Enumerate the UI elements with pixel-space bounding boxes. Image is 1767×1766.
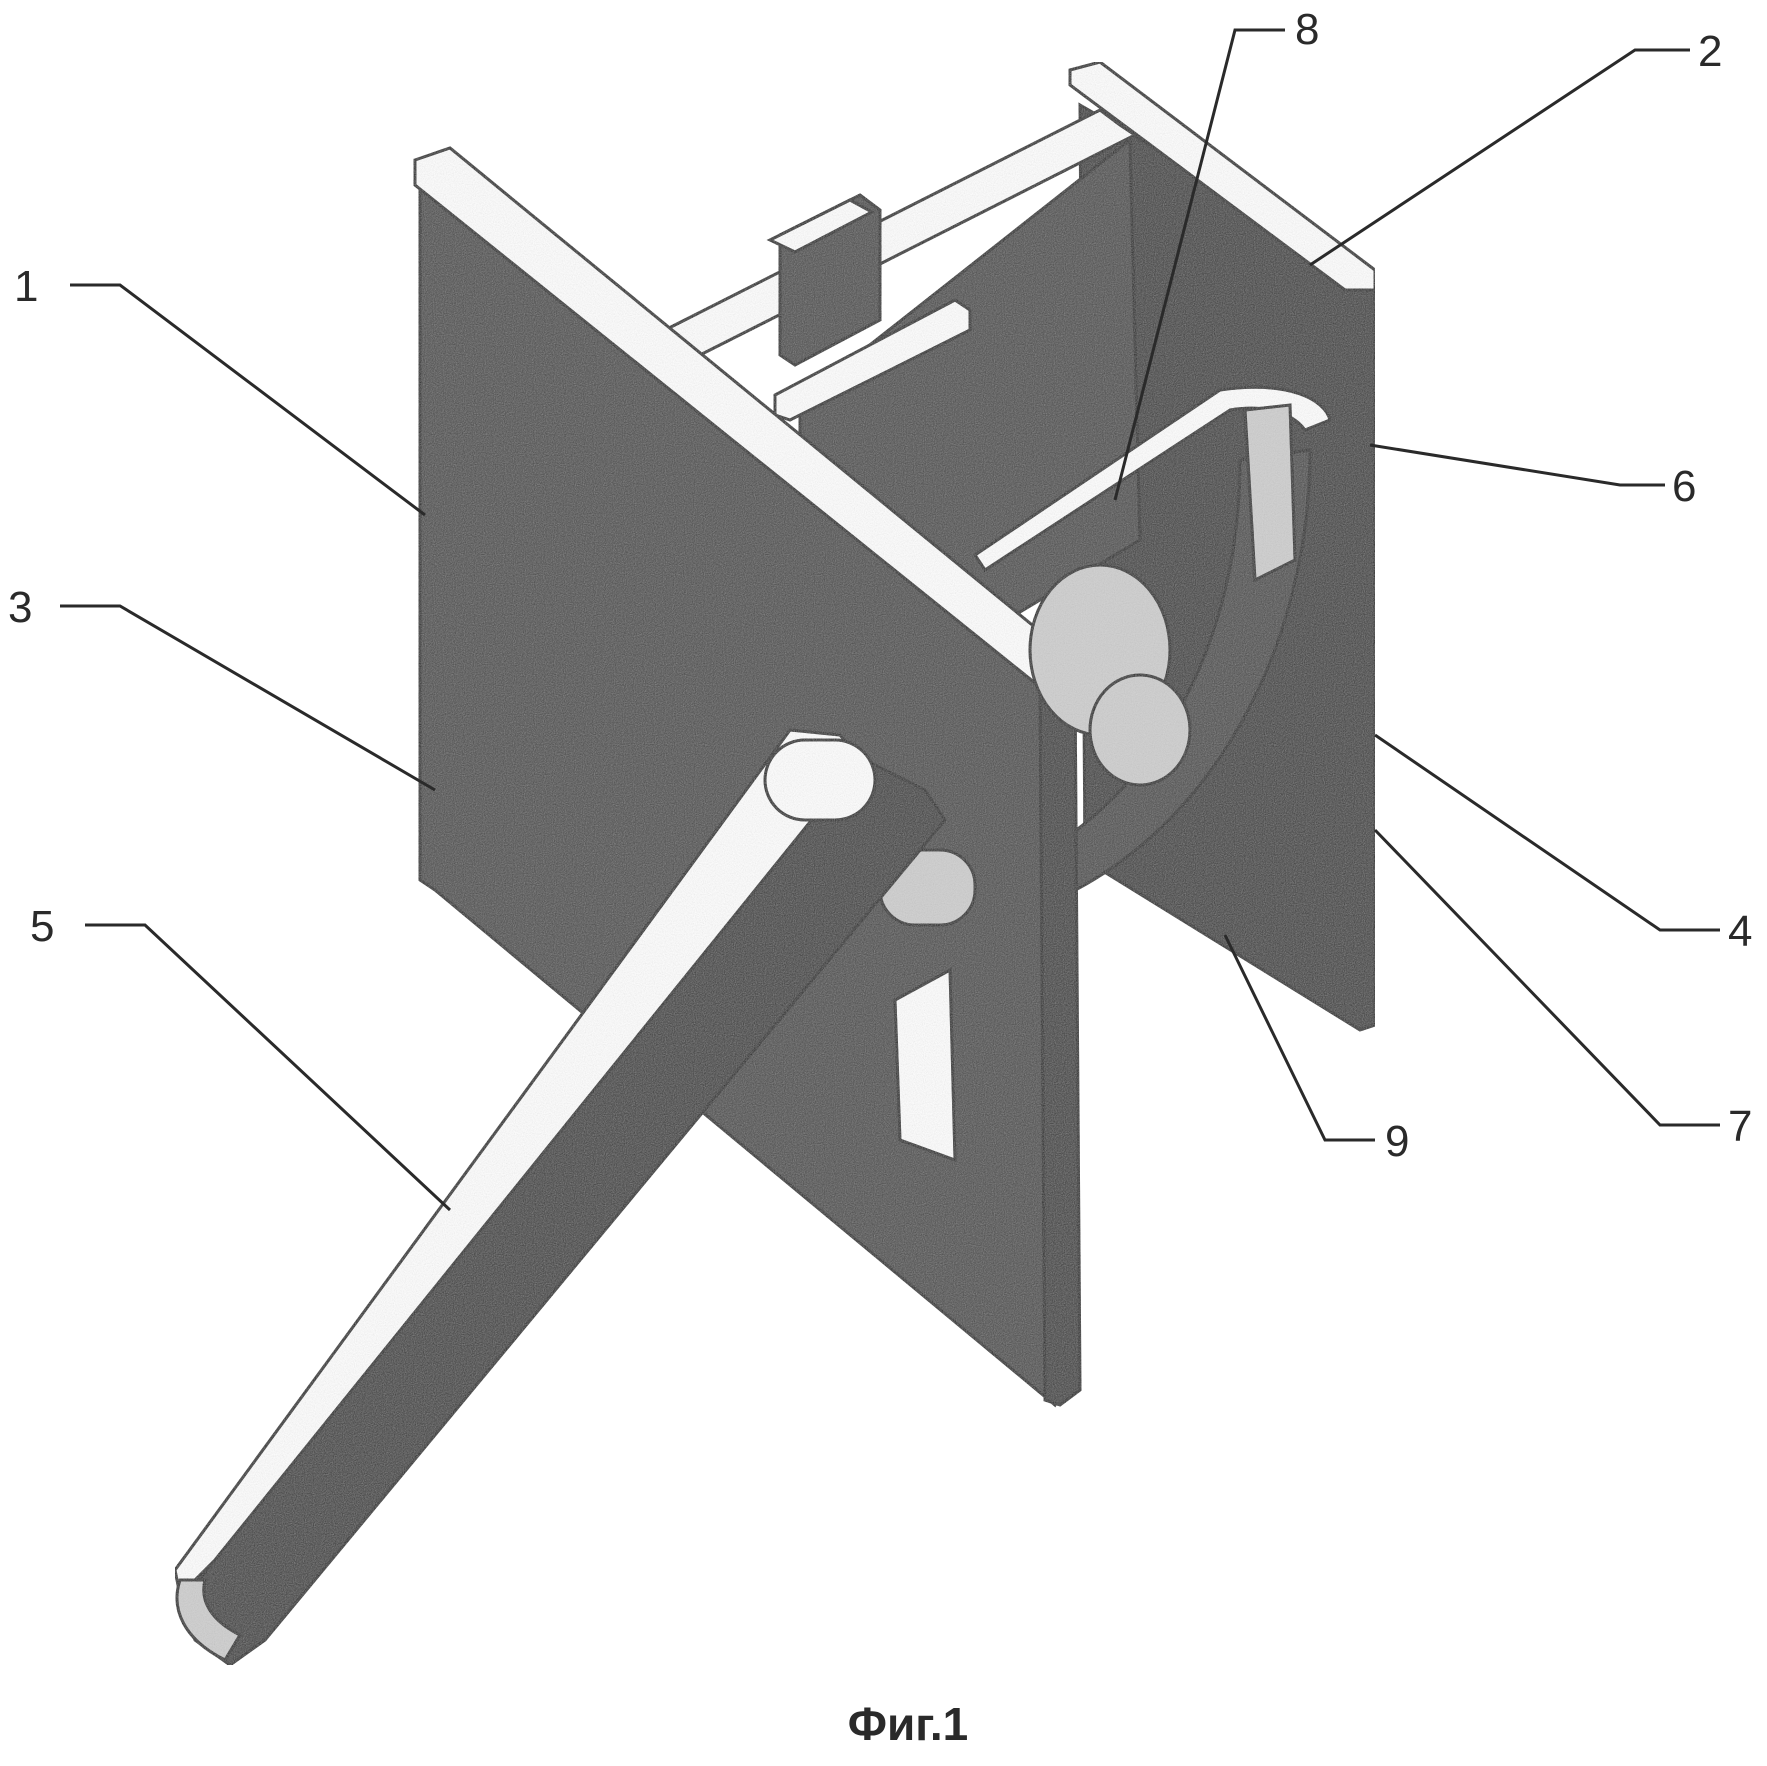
callout-2: 2 <box>1698 27 1722 76</box>
callout-labels: 1 2 3 4 5 6 7 8 9 <box>8 5 1752 1166</box>
leader-9 <box>1223 934 1375 1142</box>
callout-5: 5 <box>30 902 54 951</box>
lever-end-cap <box>175 1578 243 1662</box>
leader-1 <box>70 283 426 517</box>
leader-2 <box>1309 48 1690 267</box>
pivot-stub <box>763 738 877 822</box>
callout-3: 3 <box>8 583 32 632</box>
lower-slot <box>893 967 957 1163</box>
bolt-head <box>1088 673 1192 787</box>
leader-6 <box>1369 443 1665 487</box>
device-assembly <box>173 60 1377 1667</box>
back-rail <box>1068 60 1377 292</box>
leader-5 <box>85 923 452 1212</box>
leader-4 <box>1374 733 1720 932</box>
callout-4: 4 <box>1728 907 1752 956</box>
figure-caption: Фиг.1 <box>848 1698 968 1750</box>
callout-6: 6 <box>1672 462 1696 511</box>
callout-7: 7 <box>1728 1102 1752 1151</box>
leader-8 <box>1113 28 1285 501</box>
leader-lines <box>60 28 1720 1212</box>
callout-9: 9 <box>1385 1117 1409 1166</box>
callout-1: 1 <box>14 262 38 311</box>
lever-handle-top <box>173 728 862 1599</box>
edge-strip <box>1038 678 1082 1407</box>
leader-7 <box>1373 828 1720 1127</box>
callout-8: 8 <box>1295 5 1319 54</box>
rear-block-top <box>766 198 876 254</box>
inner-cylinder <box>1243 403 1297 583</box>
leader-3 <box>60 604 436 792</box>
